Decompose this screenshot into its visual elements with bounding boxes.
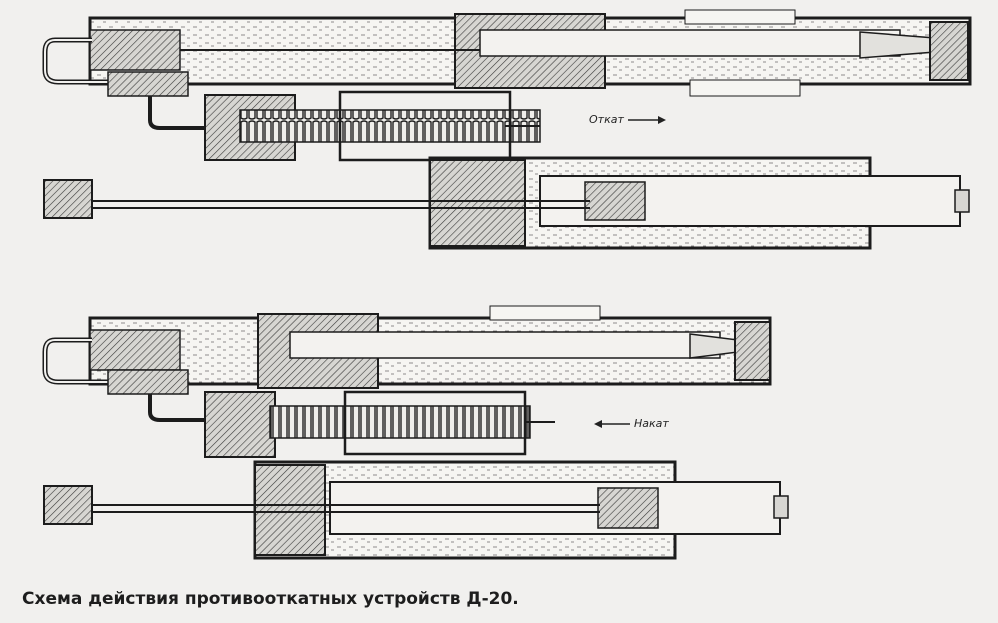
upper-cylinder-return — [88, 305, 772, 389]
lower-cylinder-return — [43, 460, 789, 560]
recoil-label: Откат — [589, 113, 624, 126]
lower-cylinder-recoil — [43, 156, 970, 250]
spring-cylinder-recoil — [204, 90, 541, 162]
pipe-recoil — [42, 37, 205, 130]
return-label: Накат — [634, 417, 669, 430]
return-state-group — [42, 305, 789, 560]
figure-caption: Схема действия противооткатных устройств… — [22, 589, 519, 609]
recoil-state-group — [42, 9, 972, 250]
spring-cylinder-return — [204, 390, 555, 458]
upper-cylinder-recoil — [88, 9, 972, 97]
recoil-arrow-icon — [628, 116, 666, 124]
return-arrow-icon — [594, 420, 630, 428]
pipe-return — [42, 337, 205, 422]
